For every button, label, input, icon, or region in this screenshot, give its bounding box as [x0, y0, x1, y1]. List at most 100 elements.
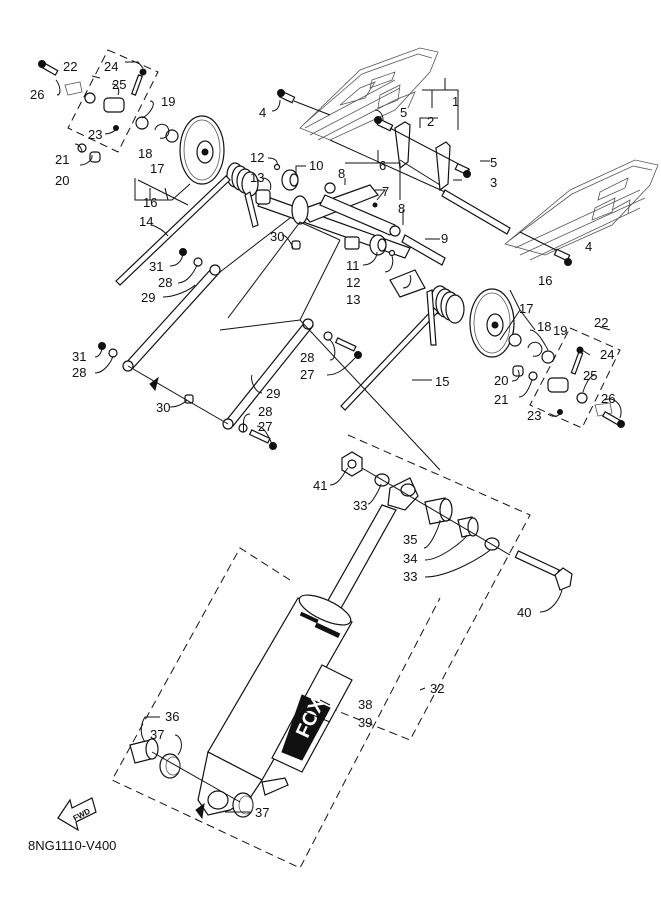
- callout-28-c[interactable]: 28: [300, 350, 314, 365]
- callout-27-upper[interactable]: 27: [300, 367, 314, 382]
- callout-30-lower[interactable]: 30: [156, 400, 170, 415]
- callout-18-left[interactable]: 18: [138, 146, 152, 161]
- callout-37-left[interactable]: 37: [150, 727, 164, 742]
- callout-30-upper[interactable]: 30: [270, 229, 284, 244]
- callout-36[interactable]: 36: [165, 709, 179, 724]
- bolt-27-b-head: [269, 442, 277, 450]
- callout-5-left[interactable]: 5: [400, 105, 407, 120]
- callout-28-a[interactable]: 28: [158, 275, 172, 290]
- callout-12-lower[interactable]: 12: [346, 275, 360, 290]
- collar-10: [281, 169, 299, 191]
- callout-27-lower[interactable]: 27: [258, 419, 272, 434]
- callout-5-right[interactable]: 5: [490, 155, 497, 170]
- bracket-1: [394, 121, 451, 192]
- rail-bracket-lower: [504, 159, 659, 261]
- idler-wheel-16-left: [179, 115, 225, 185]
- pointer-triangle-lower: [195, 802, 205, 820]
- callout-16-left[interactable]: 16: [143, 195, 157, 210]
- callout-18-right[interactable]: 18: [537, 319, 551, 334]
- callout-39[interactable]: 39: [358, 715, 372, 730]
- callout-33-lower[interactable]: 33: [403, 569, 417, 584]
- callout-11[interactable]: 11: [346, 258, 360, 273]
- adjuster-assembly-22-left: [38, 49, 159, 163]
- bushing-36: [129, 738, 159, 764]
- callout-26-left[interactable]: 26: [30, 87, 44, 102]
- bolt-4-upper: [277, 89, 331, 116]
- callout-40[interactable]: 40: [517, 605, 531, 620]
- callout-13-lower[interactable]: 13: [346, 292, 360, 307]
- callout-4-upper[interactable]: 4: [259, 105, 266, 120]
- nut-41: [341, 451, 363, 477]
- collar-8-left: [324, 182, 336, 194]
- callout-16-right[interactable]: 16: [538, 273, 552, 288]
- torsion-spring-15: [340, 285, 465, 411]
- callout-8-right[interactable]: 8: [398, 201, 405, 216]
- callout-28-d[interactable]: 28: [258, 404, 272, 419]
- collar-28-a: [193, 257, 203, 267]
- callout-22-right[interactable]: 22: [594, 315, 608, 330]
- callout-1[interactable]: 1: [452, 94, 459, 109]
- callout-35[interactable]: 35: [403, 532, 417, 547]
- callout-25-left[interactable]: 25: [112, 77, 126, 92]
- bearing-17-left: [165, 129, 179, 143]
- callout-10[interactable]: 10: [309, 158, 323, 173]
- callout-15[interactable]: 15: [435, 374, 449, 389]
- callout-21-left[interactable]: 21: [55, 152, 69, 167]
- collar-8-right: [389, 225, 401, 237]
- callout-25-right[interactable]: 25: [583, 368, 597, 383]
- link-29-right: [222, 318, 314, 430]
- diagram-code: 8NG1110-V400: [28, 838, 116, 853]
- collar-35: [424, 497, 453, 525]
- bearing-17-right: [508, 333, 522, 347]
- shock-absorber-32: FOX: [111, 434, 531, 869]
- bolt-27-a-head: [354, 351, 362, 359]
- collar-19-left: [135, 116, 149, 130]
- callout-32[interactable]: 32: [430, 681, 444, 696]
- adjuster-assembly-22-right: [512, 327, 625, 429]
- callout-6[interactable]: 6: [379, 158, 386, 173]
- callout-23-right[interactable]: 23: [527, 408, 541, 423]
- callout-24-left[interactable]: 24: [104, 59, 118, 74]
- callout-13-upper[interactable]: 13: [250, 170, 264, 185]
- callout-3[interactable]: 3: [490, 175, 497, 190]
- callout-20-right[interactable]: 20: [494, 373, 508, 388]
- callout-33-upper[interactable]: 33: [353, 498, 367, 513]
- callout-20-left[interactable]: 20: [55, 173, 69, 188]
- callout-14[interactable]: 14: [139, 214, 153, 229]
- circlip-18-left: [154, 123, 170, 139]
- callout-4-lower[interactable]: 4: [585, 239, 592, 254]
- callout-24-right[interactable]: 24: [600, 347, 614, 362]
- callout-29-upper[interactable]: 29: [141, 290, 155, 305]
- callout-22-left[interactable]: 22: [63, 59, 77, 74]
- callout-17-right[interactable]: 17: [519, 301, 533, 316]
- callout-23-left[interactable]: 23: [88, 127, 102, 142]
- callout-34[interactable]: 34: [403, 551, 417, 566]
- callout-38[interactable]: 38: [358, 697, 372, 712]
- fwd-arrow-icon: FWD: [57, 797, 97, 832]
- callout-2[interactable]: 2: [427, 114, 434, 129]
- callout-12-upper[interactable]: 12: [250, 150, 264, 165]
- callout-29-lower[interactable]: 29: [266, 386, 280, 401]
- callout-19-right[interactable]: 19: [553, 323, 567, 338]
- callout-41[interactable]: 41: [313, 478, 327, 493]
- rail-bracket-upper: [299, 47, 439, 141]
- callout-7[interactable]: 7: [382, 184, 389, 199]
- callout-8-left[interactable]: 8: [338, 166, 345, 181]
- shaft-3: [329, 139, 511, 235]
- callout-37-right[interactable]: 37: [255, 805, 269, 820]
- callout-labels: 1 2 3 4 4 5 5 6 7 8 8 9 10 11 12 12 13 1…: [30, 59, 615, 820]
- callout-31-upper[interactable]: 31: [149, 259, 163, 274]
- pin-7: [372, 202, 378, 208]
- bolt-5-left: [374, 116, 471, 171]
- callout-19-left[interactable]: 19: [161, 94, 175, 109]
- bolt-40: [514, 550, 573, 591]
- collar-11: [369, 234, 387, 256]
- callout-17-left[interactable]: 17: [150, 161, 164, 176]
- circlip-18-right: [527, 341, 543, 357]
- collar-19-right: [541, 350, 555, 364]
- callout-28-b[interactable]: 28: [72, 365, 86, 380]
- callout-9[interactable]: 9: [441, 231, 448, 246]
- callout-21-right[interactable]: 21: [494, 392, 508, 407]
- callout-31-lower[interactable]: 31: [72, 349, 86, 364]
- callout-26-right[interactable]: 26: [601, 391, 615, 406]
